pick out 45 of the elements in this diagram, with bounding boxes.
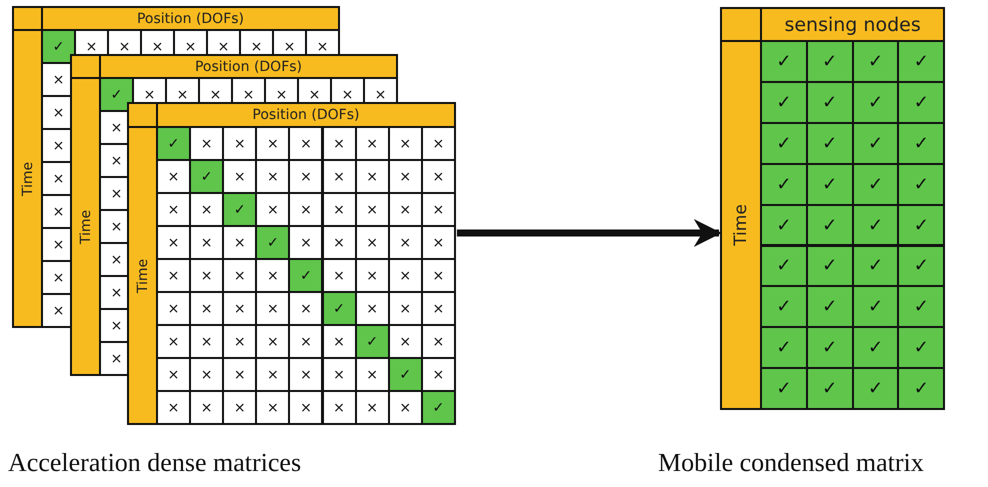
matrix-cell: ✓ [760, 40, 808, 83]
column-header: Position (DOFs) [156, 102, 456, 128]
matrix-cell: ✓ [806, 204, 854, 246]
row-header [70, 77, 101, 376]
axis-label: Time [20, 161, 36, 196]
matrix-cell: ✓ [897, 285, 946, 328]
matrix-cell: ✓ [760, 122, 808, 165]
matrix-cell: ✓ [897, 326, 946, 370]
matrix-cell: ✓ [760, 326, 808, 370]
axis-label: Time [134, 258, 150, 293]
matrix-cell: ✓ [760, 80, 808, 124]
matrix-cell: ✓ [806, 122, 854, 165]
matrix-cell: ✓ [897, 367, 946, 410]
caption: Mobile condensed matrix [658, 448, 924, 478]
matrix-cell: ✓ [760, 285, 808, 328]
matrix-cell: ✓ [806, 367, 854, 410]
arrow [456, 219, 722, 247]
matrix-cell: ✓ [897, 204, 946, 246]
matrix-cell: ✓ [806, 162, 854, 206]
matrix-cell: ✓ [897, 122, 946, 165]
matrix-cell: ✓ [897, 244, 946, 288]
matrix-cell: ✓ [760, 367, 808, 410]
matrix-table [127, 102, 456, 425]
matrix-cell: ✓ [760, 162, 808, 206]
column-header: sensing nodes [760, 7, 946, 42]
matrix-cell: ✓ [288, 258, 324, 293]
matrix-cell: ✓ [852, 367, 900, 410]
matrix-cell: ✓ [806, 40, 854, 83]
axis-label: Time [78, 209, 94, 244]
matrix-cell: × [288, 390, 324, 425]
column-header: Position (DOFs) [41, 6, 340, 31]
matrix-cell: ✓ [806, 80, 854, 124]
matrix-cell: × [322, 390, 357, 425]
matrix-cell: ✓ [420, 390, 456, 425]
caption: Acceleration dense matrices [8, 448, 302, 478]
matrix-cell: ✓ [897, 80, 946, 124]
matrix-table [720, 7, 946, 410]
matrix-cell: ✓ [897, 162, 946, 206]
matrix-cell: ✓ [806, 285, 854, 328]
axis-label: Time [731, 204, 751, 246]
matrix-cell: ✓ [760, 204, 808, 246]
row-header [12, 29, 43, 328]
matrix-cell: ✓ [806, 326, 854, 370]
matrix-cell: ✓ [897, 40, 946, 83]
column-header: Position (DOFs) [99, 54, 398, 79]
